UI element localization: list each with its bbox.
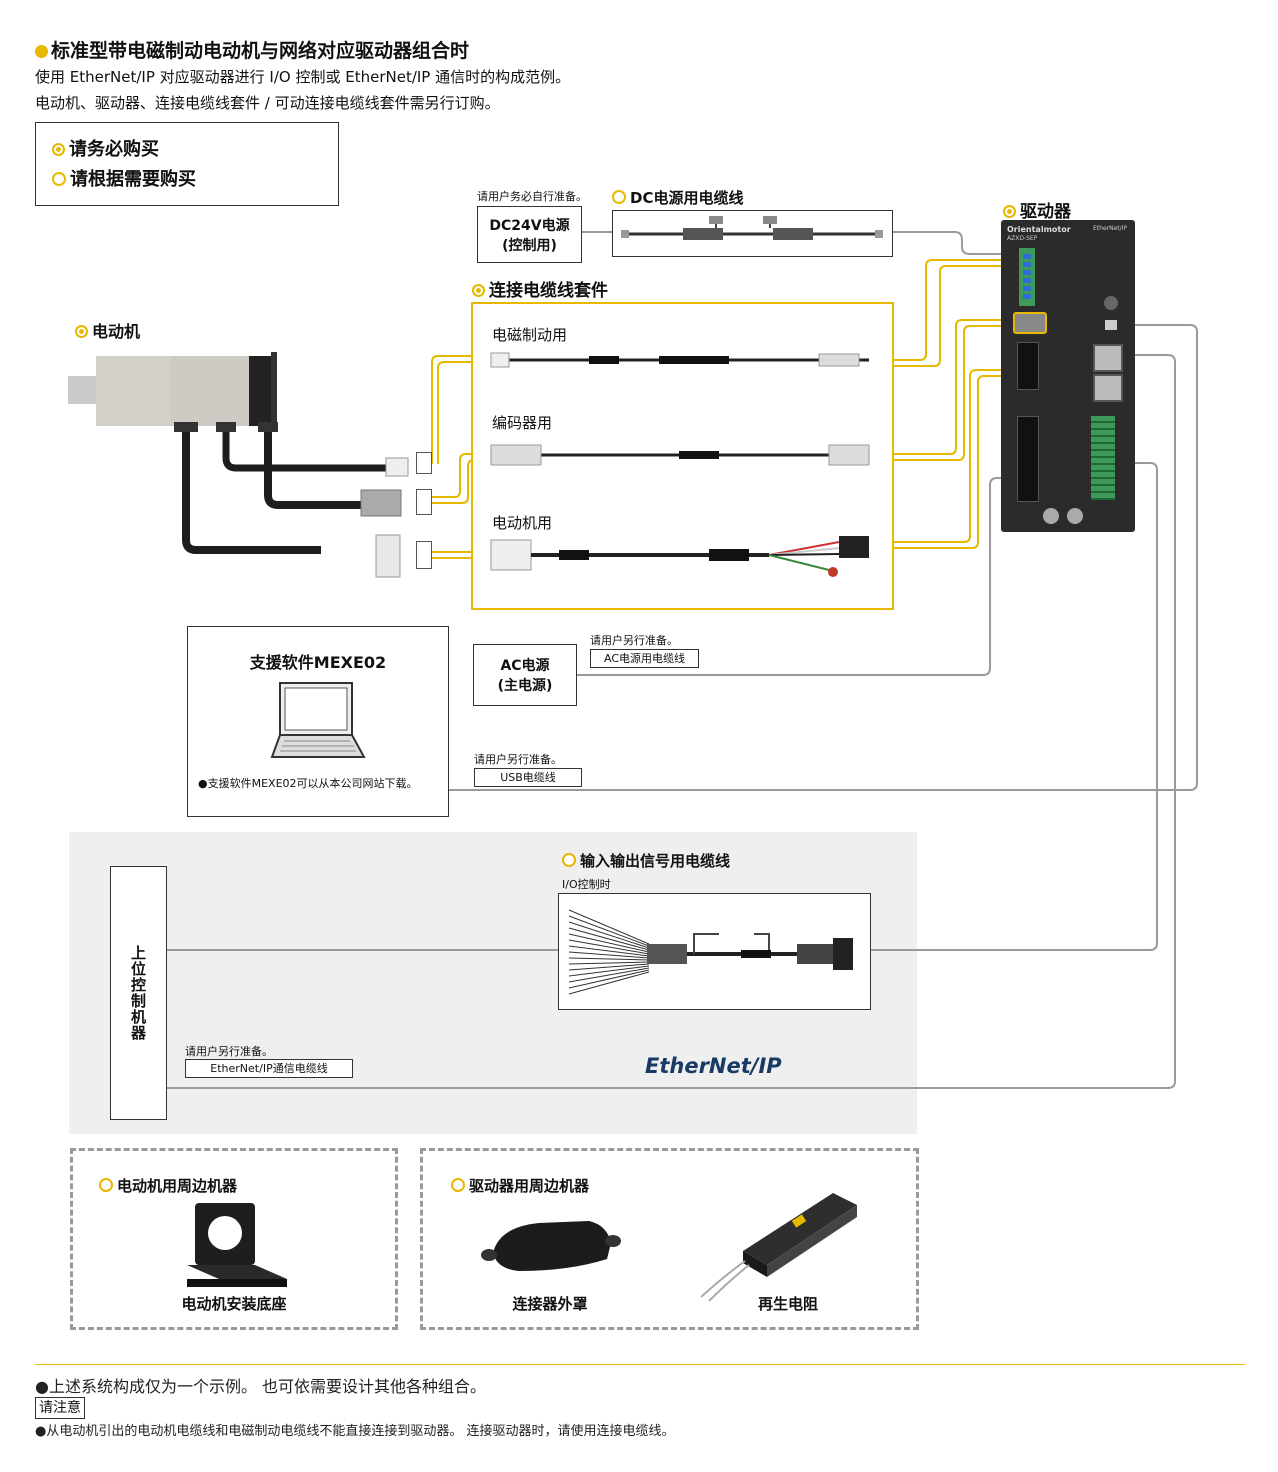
description-line-1: 使用 EtherNet/IP 对应驱动器进行 I/O 控制或 EtherNet/… [35, 68, 571, 86]
dc-power-note: 请用户务必自行准备。 [477, 190, 587, 203]
required-ring-icon [52, 143, 65, 156]
connector-cover-label: 连接器外罩 [512, 1295, 588, 1313]
regen-resistor-label: 再生电阻 [757, 1295, 818, 1313]
dc-cable-box [612, 210, 893, 257]
software-box: 支援软件MEXE02 ●支援软件MEXE02可以从本公司网站下载。 [187, 626, 449, 817]
motor-connector-box [416, 541, 432, 569]
laptop-icon [270, 682, 366, 758]
ac-power-label-1: AC电源 [500, 658, 550, 674]
cable-kit-item-brake: 电磁制动用 [492, 326, 568, 344]
dc-cable-title: DC电源用电缆线 [612, 187, 743, 208]
ethernet-port-2 [1093, 374, 1123, 402]
software-note: ●支援软件MEXE02可以从本公司网站下载。 [198, 777, 418, 790]
dial-switch [1104, 296, 1118, 310]
brake-cable-image [490, 352, 869, 368]
page-title: 标准型带电磁制动电动机与网络对应驱动器组合时 [35, 36, 469, 63]
optional-ring-icon [99, 1178, 113, 1192]
ac-power-note: 请用户另行准备。 [590, 634, 678, 647]
notice-label: 请注意 [35, 1397, 85, 1419]
legend-required: 请务必购买 [52, 135, 159, 161]
cable-kit-item-encoder: 编码器用 [492, 414, 553, 432]
io-cable-subtitle: I/O控制时 [562, 878, 611, 891]
dc-power-box: DC24V电源 (控制用) [477, 206, 582, 263]
required-ring-icon [1003, 205, 1016, 218]
optional-ring-icon [562, 853, 576, 867]
usb-note: 请用户另行准备。 [474, 753, 562, 766]
driver-peripherals-title: 驱动器用周边机器 [451, 1175, 589, 1196]
driver-brand: Orientalmotor [1007, 225, 1071, 234]
io-cable-box [558, 893, 871, 1010]
cn2-encoder-port [1013, 312, 1047, 334]
ethernet-ip-logo: EtherNet/IP [645, 1054, 782, 1078]
legend-box: 请务必购买 请根据需要购买 [35, 122, 339, 206]
footer-divider [35, 1364, 1245, 1365]
motor-peripherals-box: 电动机用周边机器 电动机安装底座 [70, 1148, 398, 1330]
software-title: 支援软件MEXE02 [249, 653, 387, 672]
dc-power-label-2: (控制用) [502, 237, 557, 254]
motor-cable-image [490, 536, 869, 577]
ac-power-label-2: (主电源) [497, 678, 553, 694]
host-controller-box: 上位控制机器 [110, 866, 167, 1120]
optional-ring-icon [52, 172, 66, 186]
encoder-cable-image [490, 444, 870, 466]
driver-network-label: EtherNet/IP [1093, 225, 1128, 232]
motor-mount-image [187, 1203, 287, 1287]
motor-peripherals-title: 电动机用周边机器 [99, 1175, 237, 1196]
ethernet-port-1 [1093, 344, 1123, 372]
cable-kit-title: 连接电缆线套件 [472, 276, 608, 301]
cable-kit-box: 电磁制动用 编码器用 电动机用 [471, 302, 894, 610]
usb-port [1105, 320, 1117, 330]
description-line-2: 电动机、驱动器、连接电缆线套件 / 可动连接电缆线套件需另行订购。 [35, 94, 500, 112]
regen-resistor-image [700, 1193, 857, 1302]
ethernet-note: 请用户另行准备。 [185, 1045, 273, 1058]
required-ring-icon [472, 284, 485, 297]
dc-cable-image [621, 216, 883, 240]
driver-peripherals-box: 驱动器用周边机器 连接器外罩 再生电阻 [420, 1148, 919, 1330]
required-ring-icon [75, 325, 88, 338]
ethernet-cable-tag: EtherNet/IP通信电缆线 [185, 1059, 353, 1078]
encoder-connector-box [416, 489, 432, 515]
footer-line-2: ●从电动机引出的电动机电缆线和电磁制动电缆线不能直接连接到驱动器。 连接驱动器时… [35, 1424, 675, 1439]
usb-cable-tag: USB电缆线 [474, 768, 582, 787]
cn4-port [1017, 416, 1039, 502]
terminal-screws [1023, 254, 1031, 300]
footer-line-1: ●上述系统构成仅为一个示例。 也可依需要设计其他各种组合。 [35, 1377, 487, 1396]
ac-power-box: AC电源 (主电源) [473, 644, 577, 706]
connector-cover-image [481, 1221, 621, 1271]
optional-ring-icon [451, 1178, 465, 1192]
io-terminal [1091, 416, 1115, 500]
cable-kit-item-motor: 电动机用 [492, 514, 553, 532]
driver-model: AZXD-SEP [1007, 235, 1038, 242]
driver-image: Orientalmotor AZXD-SEP EtherNet/IP [1001, 220, 1135, 532]
cn3-motor-port [1017, 342, 1039, 390]
driver-title: 驱动器 [1003, 197, 1071, 222]
brake-connector-box [416, 452, 432, 474]
legend-optional: 请根据需要购买 [52, 165, 196, 191]
motor-title: 电动机 [75, 318, 140, 342]
ground-screw-2 [1067, 508, 1083, 524]
dc-power-label-1: DC24V电源 [489, 217, 570, 234]
motor-mount-label: 电动机安装底座 [181, 1295, 287, 1313]
io-cable-image [568, 909, 853, 995]
io-cable-title: 输入输出信号用电缆线 [562, 850, 730, 871]
required-dot-icon [35, 45, 48, 58]
ac-cable-tag: AC电源用电缆线 [590, 649, 699, 668]
motor-image [68, 352, 409, 578]
host-label: 上位控制机器 [129, 945, 147, 1041]
optional-ring-icon [612, 190, 626, 204]
ground-screw-1 [1043, 508, 1059, 524]
